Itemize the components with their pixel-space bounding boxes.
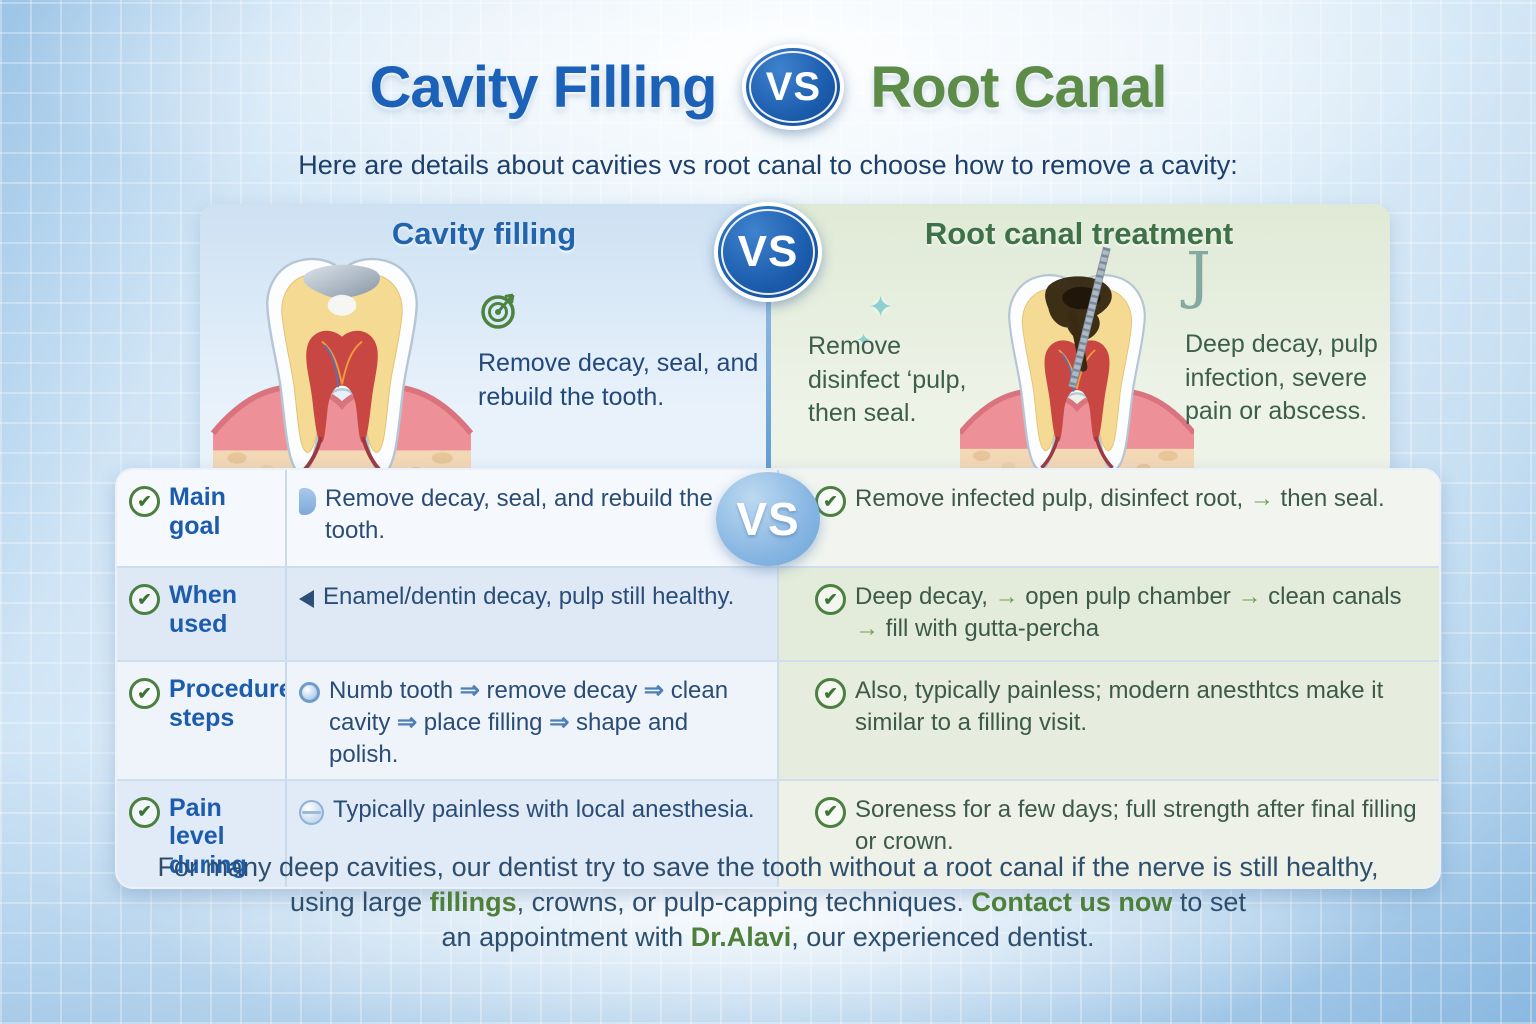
footer-text: using large [290,887,430,917]
cavity-filling-cell: Enamel/dentin decay, pulp still healthy. [285,568,777,660]
right-arrow-icon: → [1249,485,1274,512]
footer-text: For many deep cavities, our dentist try … [157,852,1379,882]
footer-line: using large fillings, crowns, or pulp-ca… [0,885,1536,920]
footer-highlight: Dr.Alavi [690,922,792,952]
hook-glyph: J [1186,238,1211,311]
footer-text: , crowns, or pulp-capping techniques. [516,887,972,917]
step-arrow-icon: ⇒ [397,708,418,736]
panel-vs-label: VS [737,227,799,276]
cavity-filling-text: Remove decay, seal, and rebuild the toot… [325,485,713,544]
row-label-cell: ✔ Pain level during [117,780,285,888]
cavity-tooth-illustration [210,257,474,480]
footer-text: an appointment with [441,922,691,952]
root-canal-cell: ✔ Also, typically painless; modern anesth… [777,662,1439,779]
check-icon: ✔ [129,584,160,615]
endodontic-file-icon [1068,246,1111,389]
filling-illustration [303,264,381,316]
footer-text: to set [1172,887,1246,917]
bookmark-icon [299,488,316,515]
check-icon: ✔ [815,678,846,709]
sparkle-icon: ✦ [868,291,894,324]
root-canal-cell: ✔ Deep decay, → open pulp chamber → clean… [777,568,1439,660]
comparison-table: ✔ Main goal Remove decay, seal, and rebuil… [115,468,1441,890]
page-title-root-canal: Root Canal [870,54,1167,120]
row-label: Procedure steps [169,675,293,732]
speaker-icon [299,590,314,608]
row-label-cell: ✔ Main goal [117,470,285,566]
row-label-cell: ✔ When used [117,568,285,660]
footer: For many deep cavities, our dentist try … [0,850,1536,955]
check-icon: ✔ [129,486,160,517]
root-canal-right-text: Deep decay, pulp infection, severe pain … [1185,330,1378,425]
footer-line: an appointment with Dr.Alavi, our experi… [0,920,1536,955]
table-row: ✔ Procedure steps Numb tooth ⇒ remove deca… [117,662,1439,781]
check-icon: ✔ [129,796,160,828]
subtitle: Here are details about cavities vs root … [298,150,1238,180]
row-label: When used [169,581,238,638]
right-arrow-icon: → [855,614,879,642]
right-arrow-icon: → [1237,583,1262,610]
table-row: ✔ When used Enamel/dentin decay, pulp stil… [117,568,1439,662]
comparison-panel: Cavity filling [200,204,1390,480]
cavity-filling-panel-header: Cavity filling [391,216,577,251]
cavity-filling-panel: Cavity filling [200,204,768,480]
check-icon: ✔ [815,796,846,828]
root-canal-tooth-illustration [960,246,1194,476]
table-vs-badge: VS [716,472,820,566]
cavity-filling-text: Typically painless with local anesthesia… [333,795,755,823]
cavity-goal-block: Remove decay, seal, and rebuild the toot… [478,288,760,414]
row-label: Main goal [169,483,226,540]
root-canal-text: Deep decay, → open pulp chamber → clean … [855,583,1402,642]
root-canal-cell: ✔ Soreness for a few days; full strength … [777,780,1439,888]
row-label-cell: ✔ Procedure steps [117,662,293,779]
footer-highlight: fillings [429,887,517,917]
check-icon: ✔ [815,486,846,517]
title-row: Cavity Filling VS Root Canal [0,44,1536,130]
check-icon: ✔ [129,678,160,709]
root-canal-panel: Root canal treatment ✦ ✦ J [768,204,1390,480]
table-row: ✔ Pain level during Typically painless wit… [117,780,1439,888]
cavity-filling-cell: Numb tooth ⇒ remove decay ⇒ clean cavity… [285,662,777,779]
cavity-filling-text: Enamel/dentin decay, pulp still healthy. [323,583,735,610]
cavity-filling-cell: Remove decay, seal, and rebuild the toot… [285,470,777,566]
root-canal-text: Soreness for a few days; full strength a… [855,795,1417,855]
sparkle-icon: ✦ [856,330,872,350]
target-icon [481,293,515,329]
cavity-filling-cell: Typically painless with local anesthesia… [285,780,777,888]
check-icon: ✔ [815,584,846,615]
panel-vs-badge: VS [714,202,822,302]
dot-icon [299,682,320,703]
title-vs-label: VS [765,64,822,109]
root-canal-text: Also, typically painless; modern anestht… [855,677,1384,736]
root-canal-text: Remove infected pulp, disinfect root, → … [855,485,1385,512]
cavity-goal-text: Remove decay, seal, and rebuild the toot… [478,349,759,411]
footer-line: For many deep cavities, our dentist try … [0,850,1536,885]
root-canal-cell: ✔ Remove infected pulp, disinfect root, →… [777,470,1439,566]
row-label: Pain level during [169,793,247,879]
footer-text: , our experienced dentist. [791,922,1095,952]
title-vs-badge: VS [742,44,845,130]
root-canal-panel-header: Root canal treatment [924,216,1234,251]
cavity-filling-text: Numb tooth ⇒ remove decay ⇒ clean cavity… [329,677,729,768]
globe-icon [299,799,324,825]
step-arrow-icon: ⇒ [549,708,570,736]
page-title-cavity-filling: Cavity Filling [369,54,717,120]
step-arrow-icon: ⇒ [643,677,665,704]
contact-cta[interactable]: Contact us now [971,887,1173,917]
panel-divider [766,296,771,480]
table-vs-label: VS [736,493,800,545]
right-arrow-icon: → [994,583,1019,610]
table-row: ✔ Main goal Remove decay, seal, and rebuil… [117,470,1439,568]
step-arrow-icon: ⇒ [459,677,480,704]
root-canal-left-text: Remove disinfect ‘pulp, then seal. [808,332,967,427]
